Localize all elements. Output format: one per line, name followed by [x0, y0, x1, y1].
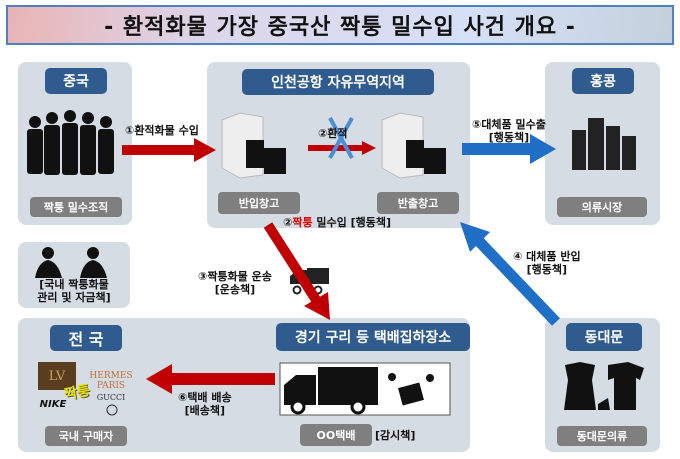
dongdaemun-header: 동대문	[566, 323, 642, 351]
arrow-import	[122, 138, 216, 162]
clothing-icon	[560, 360, 646, 415]
page-title: - 환적화물 가장 중국산 짝퉁 밀수입 사건 개요 -	[6, 5, 674, 45]
nationwide-label: 국내 구매자	[45, 426, 127, 446]
incheon-header: 인천공항 자유무역지역	[242, 69, 434, 95]
delivery-truck-icon	[279, 362, 451, 416]
arrow-substitute	[460, 222, 560, 326]
brand-nike: NIKE	[39, 399, 67, 410]
hongkong-buildings-icon	[572, 118, 636, 170]
warehouse-in-label: 반입창고	[218, 192, 300, 214]
step3-text: ③짝퉁화물 운송[운송책]	[198, 270, 272, 296]
dongdaemun-label: 동대문의류	[557, 426, 647, 446]
hongkong-label: 의류시장	[557, 197, 647, 217]
brand-hermes: HERMES PARIS	[89, 371, 133, 391]
cross-x-icon	[328, 117, 354, 159]
china-label: 짝퉁 밀수조직	[30, 197, 122, 217]
step6-text: ⑥택배 배송[배송책]	[178, 391, 232, 417]
warehouse-out-icon	[381, 112, 446, 179]
courier-hub-header: 경기 구리 등 택배집하장소	[276, 323, 470, 351]
courier-label: OO택배	[300, 424, 372, 446]
brand-logos-icon	[38, 362, 118, 416]
step2-transship-text: ②환적	[318, 127, 348, 140]
step5-text: ⑤대체품 밀수출[행동책]	[472, 118, 546, 144]
hongkong-header: 홍콩	[572, 68, 634, 94]
step4-text: ④ 대체품 반입[행동책]	[513, 250, 581, 276]
smugglers-icon	[27, 110, 114, 175]
brand-lv: LV	[48, 369, 66, 384]
nationwide-header: 전 국	[50, 325, 122, 351]
step2-smuggle-text: ②짝퉁 밀수입 [행동책]	[283, 216, 392, 229]
china-header: 중국	[45, 68, 107, 94]
warehouse-out-label: 반출창고	[377, 192, 459, 214]
arrow-export	[462, 134, 556, 164]
people-silhouette-icon	[35, 247, 107, 278]
step1-text: ①환적화물 수입	[125, 124, 199, 137]
warehouse-in-icon	[221, 112, 286, 179]
courier-role: [감시책]	[375, 429, 416, 442]
arrow-transport	[263, 222, 330, 320]
brand-gucci: GUCCI	[96, 393, 126, 402]
arrow-delivery	[146, 364, 275, 394]
